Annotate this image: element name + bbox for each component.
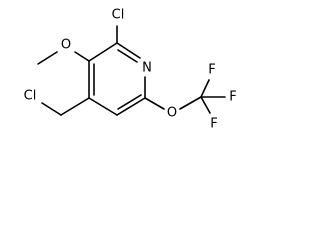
bond-c6-o — [144, 97, 165, 110]
bond-c2-c3 — [88, 42, 118, 62]
atom-label-f-top: F — [208, 63, 215, 78]
bond-c5-c6 — [116, 97, 146, 116]
bond-cf3-f-top — [200, 79, 210, 98]
bond-c3-o — [74, 51, 90, 62]
pyridine-ring — [88, 42, 146, 116]
atom-label-n-ring: N — [142, 61, 152, 76]
bond-cf3-f-bottom — [200, 96, 211, 114]
atom-labels: Cl O N Cl O F F F — [24, 8, 237, 132]
bond-n-c2 — [116, 42, 141, 59]
bond-c5-c6-double — [117, 94, 142, 110]
atom-label-f-right: F — [229, 90, 236, 105]
atom-label-cl-top: Cl — [112, 8, 125, 23]
bond-c4-ch2 — [60, 97, 90, 116]
atom-label-o-methoxy: O — [61, 38, 71, 53]
bond-o-cf3 — [179, 96, 202, 110]
bond-o-ch3 — [37, 51, 58, 65]
atom-label-o-trifluoromethoxy: O — [167, 106, 177, 121]
bond-c4-c5 — [88, 97, 118, 116]
substituent-bonds — [37, 25, 226, 116]
bond-n-c2-double — [117, 49, 138, 63]
bond-ch2-cl — [41, 102, 62, 116]
atom-label-f-bottom: F — [210, 117, 217, 132]
structure-diagram: Cl O N Cl O F F F — [24, 8, 237, 132]
atom-label-cl-chloromethyl: Cl — [24, 89, 37, 104]
